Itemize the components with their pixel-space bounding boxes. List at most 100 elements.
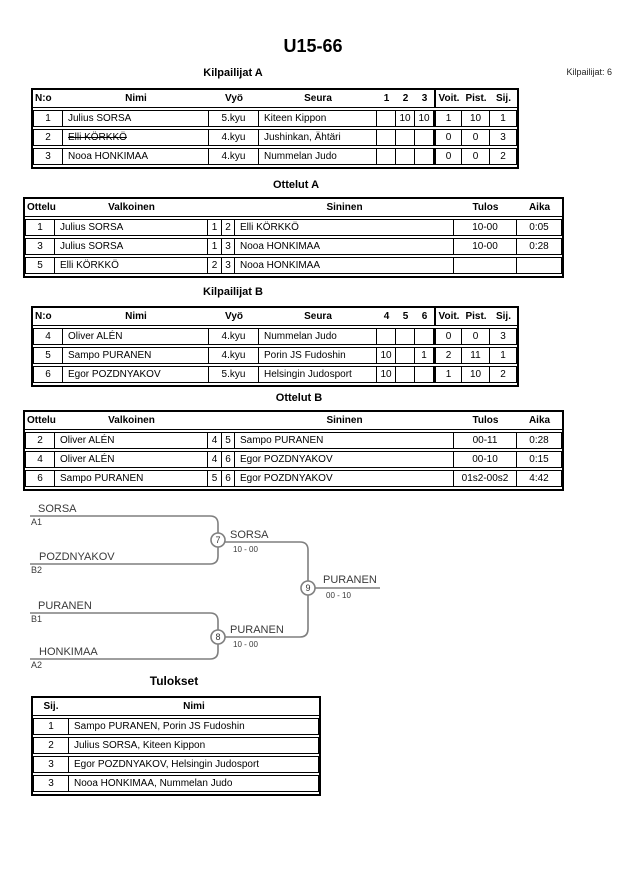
header-points: Pist. (465, 93, 487, 104)
bracket-match-score: 00 - 10 (326, 591, 351, 600)
header-white: Valkoinen (108, 415, 155, 426)
cell-points: 10 (462, 366, 490, 383)
cell-m1: 10 (377, 347, 396, 364)
cell-name: Nooa HONKIMAA (63, 148, 209, 165)
cell-bno: 5 (222, 432, 235, 449)
header-m3: 3 (421, 93, 428, 104)
cell-place: 1 (33, 718, 69, 735)
pool-b-heading: Kilpailijat B (203, 286, 263, 298)
header-time: Aika (528, 202, 551, 213)
header-club: Seura (304, 311, 332, 322)
cell-m1 (377, 129, 396, 146)
cell-wno: 1 (208, 238, 222, 255)
cell-no: 2 (33, 129, 63, 146)
cell-m3 (415, 366, 434, 383)
page-title: U15-66 (283, 36, 343, 56)
header-no: N:o (35, 311, 52, 322)
bracket-winner-name: SORSA (230, 529, 269, 541)
bracket-entry-seed: B1 (31, 614, 43, 624)
cell-wno: 1 (208, 219, 222, 236)
cell-m2 (396, 328, 415, 345)
cell-club: Jushinkan, Ähtäri (259, 129, 377, 146)
cell-wins: 1 (434, 366, 462, 383)
header-belt: Vyö (225, 311, 243, 322)
cell-name: Sampo PURANEN (63, 347, 209, 364)
header-blue: Sininen (326, 202, 363, 213)
header-no: N:o (35, 93, 52, 104)
cell-belt: 5.kyu (209, 110, 259, 127)
cell-result: 01s2-00s2 (454, 470, 517, 487)
cell-m1 (377, 110, 396, 127)
match-circle-8 (210, 629, 226, 645)
cell-belt: 4.kyu (209, 129, 259, 146)
cell-result: 10-00 (454, 238, 517, 255)
header-white: Valkoinen (108, 202, 155, 213)
cell-blue: Egor POZDNYAKOV (235, 451, 454, 468)
header-m3: 6 (421, 311, 428, 322)
cell-points: 10 (462, 110, 490, 127)
cell-result: 00-11 (454, 432, 517, 449)
cell-club: Nummelan Judo (259, 328, 377, 345)
cell-wins: 0 (434, 129, 462, 146)
cell-blue: Sampo PURANEN (235, 432, 454, 449)
cell-m2 (396, 366, 415, 383)
header-time: Aika (528, 415, 551, 426)
header-blue: Sininen (326, 415, 363, 426)
cell-wins: 0 (434, 148, 462, 165)
cell-no: 3 (33, 148, 63, 165)
cell-belt: 4.kyu (209, 347, 259, 364)
competitors-count-label: Kilpailijat: 6 (566, 67, 612, 77)
cell-wno: 2 (208, 257, 222, 274)
cell-place: 1 (490, 347, 517, 364)
cell-place: 2 (490, 148, 517, 165)
results-heading: Tulokset (149, 674, 199, 688)
cell-name: Julius SORSA, Kiteen Kippon (69, 737, 319, 754)
header-wno (208, 412, 222, 429)
cell-wins: 2 (434, 347, 462, 364)
header-m2: 5 (402, 311, 409, 322)
cell-place: 1 (490, 110, 517, 127)
header-result: Tulos (472, 202, 499, 213)
bracket-line (30, 515, 219, 533)
header-name: Nimi (183, 701, 205, 712)
cell-match: 2 (25, 432, 55, 449)
header-m1: 1 (383, 93, 390, 104)
pool-a-heading: Kilpailijat A (203, 67, 263, 79)
cell-belt: 5.kyu (209, 366, 259, 383)
cell-match: 4 (25, 451, 55, 468)
cell-points: 11 (462, 347, 490, 364)
header-match: Ottelu (27, 415, 56, 426)
cell-time: 0:05 (517, 219, 562, 236)
cell-m2 (396, 129, 415, 146)
header-wno (208, 199, 222, 216)
cell-white: Julius SORSA (55, 238, 208, 255)
header-belt: Vyö (225, 93, 243, 104)
cell-white: Elli KÖRKKÖ (55, 257, 208, 274)
cell-points: 0 (462, 129, 490, 146)
cell-m3 (415, 148, 434, 165)
cell-white: Oliver ALÉN (55, 451, 208, 468)
cell-club: Porin JS Fudoshin (259, 347, 377, 364)
cell-club: Kiteen Kippon (259, 110, 377, 127)
header-place: Sij. (495, 311, 511, 322)
header-m1: 4 (383, 311, 390, 322)
bracket-entry-seed: A2 (31, 660, 43, 670)
bracket-entry-name: SORSA (38, 503, 77, 515)
cell-match: 3 (25, 238, 55, 255)
cell-match: 5 (25, 257, 55, 274)
cell-name: Nooa HONKIMAA, Nummelan Judo (69, 775, 319, 792)
